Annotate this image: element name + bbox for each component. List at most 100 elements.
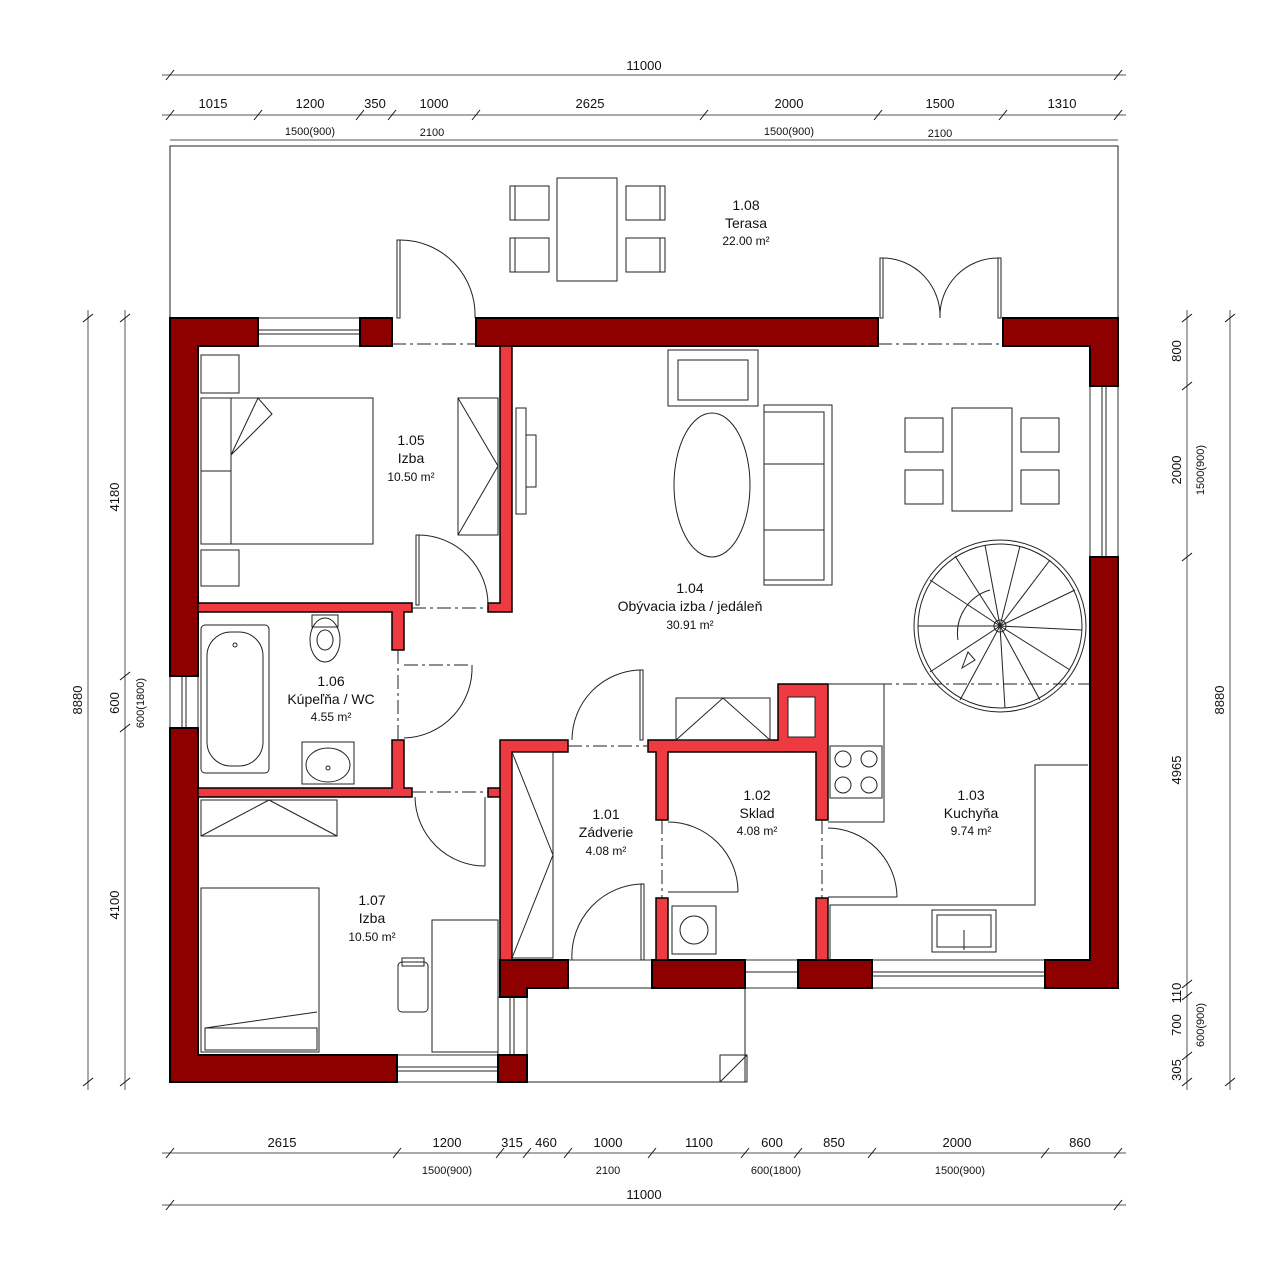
column <box>719 1054 748 1083</box>
dining-table <box>951 407 1013 512</box>
dimension-right: 800 2000 4965 110 700 305 1500(900) 600(… <box>1169 310 1236 1090</box>
room-name: Izba <box>398 450 425 466</box>
dim-left: 4180 <box>107 483 122 512</box>
shelf <box>675 697 771 741</box>
dim-right-opening: 600(900) <box>1195 1003 1207 1047</box>
room-number: 1.08 <box>732 197 759 213</box>
dim-right: 700 <box>1169 1014 1184 1036</box>
dim-top: 1000 <box>420 96 449 111</box>
nightstand <box>200 354 240 394</box>
room-area: 4.08 m² <box>737 824 778 838</box>
room-name: Kúpeľňa / WC <box>287 691 374 707</box>
dim-top-opening: 1500(900) <box>285 126 335 138</box>
dim-bottom-opening: 1500(900) <box>935 1165 985 1177</box>
dim-top: 1310 <box>1048 96 1077 111</box>
dim-top: 1200 <box>296 96 325 111</box>
room-area: 10.50 m² <box>348 930 395 944</box>
room-label-kuchyna: 1.03 Kuchyňa 9.74 m² <box>944 787 999 838</box>
wardrobe <box>457 397 499 536</box>
sink <box>931 909 997 953</box>
dim-right: 2000 <box>1169 456 1184 485</box>
room-number: 1.07 <box>358 892 385 908</box>
dimension-top: 11000 1015 1200 350 1000 2625 2000 1500 … <box>162 58 1126 141</box>
kitchen-counter <box>828 683 1088 960</box>
room-label-izba-105: 1.05 Izba 10.50 m² <box>387 432 434 484</box>
dim-bottom: 1200 <box>433 1135 462 1150</box>
room-label-sklad: 1.02 Sklad 4.08 m² <box>737 787 778 838</box>
dim-bottom: 1100 <box>685 1135 713 1150</box>
room-area: 22.00 m² <box>722 234 769 248</box>
dim-left: 4100 <box>107 891 122 920</box>
entrance-wardrobe <box>511 751 554 959</box>
room-label-izba-107: 1.07 Izba 10.50 m² <box>348 892 395 944</box>
room-area: 9.74 m² <box>951 824 992 838</box>
terrace <box>169 145 1119 319</box>
exterior-walls <box>169 317 1119 1083</box>
room-number: 1.01 <box>592 806 619 822</box>
cooktop <box>829 745 883 799</box>
dim-left-total: 8880 <box>70 686 85 715</box>
room-number: 1.03 <box>957 787 984 803</box>
entrance-porch <box>527 987 748 1083</box>
coffee-table <box>673 412 751 558</box>
dim-bottom: 1000 <box>594 1135 623 1150</box>
dim-right-opening: 1500(900) <box>1195 445 1207 495</box>
interior-doors <box>397 534 898 961</box>
room-number: 1.06 <box>317 673 344 689</box>
desk-chair <box>397 961 429 1013</box>
dim-top: 1015 <box>199 96 228 111</box>
room-label-obyvacia-izba: 1.04 Obývacia izba / jedáleň 30.91 m² <box>618 580 763 632</box>
furniture <box>200 349 1090 1053</box>
dim-top-opening: 2100 <box>420 127 444 139</box>
desk <box>431 919 499 1053</box>
washbasin <box>301 741 355 785</box>
washing-machine <box>671 905 717 955</box>
wardrobe <box>200 799 338 837</box>
dimension-left: 4180 600 4100 600(1800) 8880 <box>70 310 147 1090</box>
room-label-zadverie: 1.01 Zádverie 4.08 m² <box>579 806 634 858</box>
dim-bottom: 2000 <box>943 1135 972 1150</box>
dimension-bottom: 2615 1200 315 460 1000 1100 600 850 2000… <box>162 1135 1126 1211</box>
room-label-terasa: 1.08 Terasa 22.00 m² <box>722 197 769 248</box>
dim-bottom: 850 <box>823 1135 845 1150</box>
dim-bottom-opening: 1500(900) <box>422 1165 472 1177</box>
dim-top: 2000 <box>775 96 804 111</box>
room-number: 1.04 <box>676 580 703 596</box>
armchair <box>667 349 759 407</box>
sofa <box>763 404 833 586</box>
windows <box>169 317 1119 1083</box>
shaft <box>787 696 816 738</box>
dim-bottom: 600 <box>761 1135 783 1150</box>
room-name: Obývacia izba / jedáleň <box>618 598 763 614</box>
room-area: 4.08 m² <box>586 844 627 858</box>
room-name: Kuchyňa <box>944 805 999 821</box>
dim-top-total: 11000 <box>626 58 661 73</box>
room-number: 1.05 <box>397 432 424 448</box>
dim-bottom: 2615 <box>268 1135 297 1150</box>
dim-top: 350 <box>364 96 386 111</box>
dim-right: 305 <box>1169 1059 1184 1081</box>
nightstand <box>200 549 240 587</box>
room-area: 4.55 m² <box>311 710 352 724</box>
dim-bottom-opening: 2100 <box>596 1165 620 1177</box>
room-name: Izba <box>359 910 386 926</box>
tv <box>515 407 527 515</box>
dim-right: 110 <box>1169 983 1184 1004</box>
room-name: Sklad <box>739 805 774 821</box>
dim-right-total: 8880 <box>1212 686 1227 715</box>
bathtub <box>200 624 270 774</box>
room-label-kupelna: 1.06 Kúpeľňa / WC 4.55 m² <box>287 673 374 724</box>
dim-top-opening: 2100 <box>928 128 952 140</box>
room-number: 1.02 <box>743 787 770 803</box>
room-name: Terasa <box>725 215 767 231</box>
dim-top: 1500 <box>926 96 955 111</box>
toilet <box>309 614 341 663</box>
room-name: Zádverie <box>579 824 634 840</box>
dim-right: 800 <box>1169 340 1184 362</box>
terrace-table <box>509 177 666 282</box>
dim-left: 600 <box>107 692 122 714</box>
dim-bottom: 460 <box>535 1135 557 1150</box>
dim-bottom: 315 <box>501 1135 523 1150</box>
spiral-staircase <box>828 539 1090 713</box>
